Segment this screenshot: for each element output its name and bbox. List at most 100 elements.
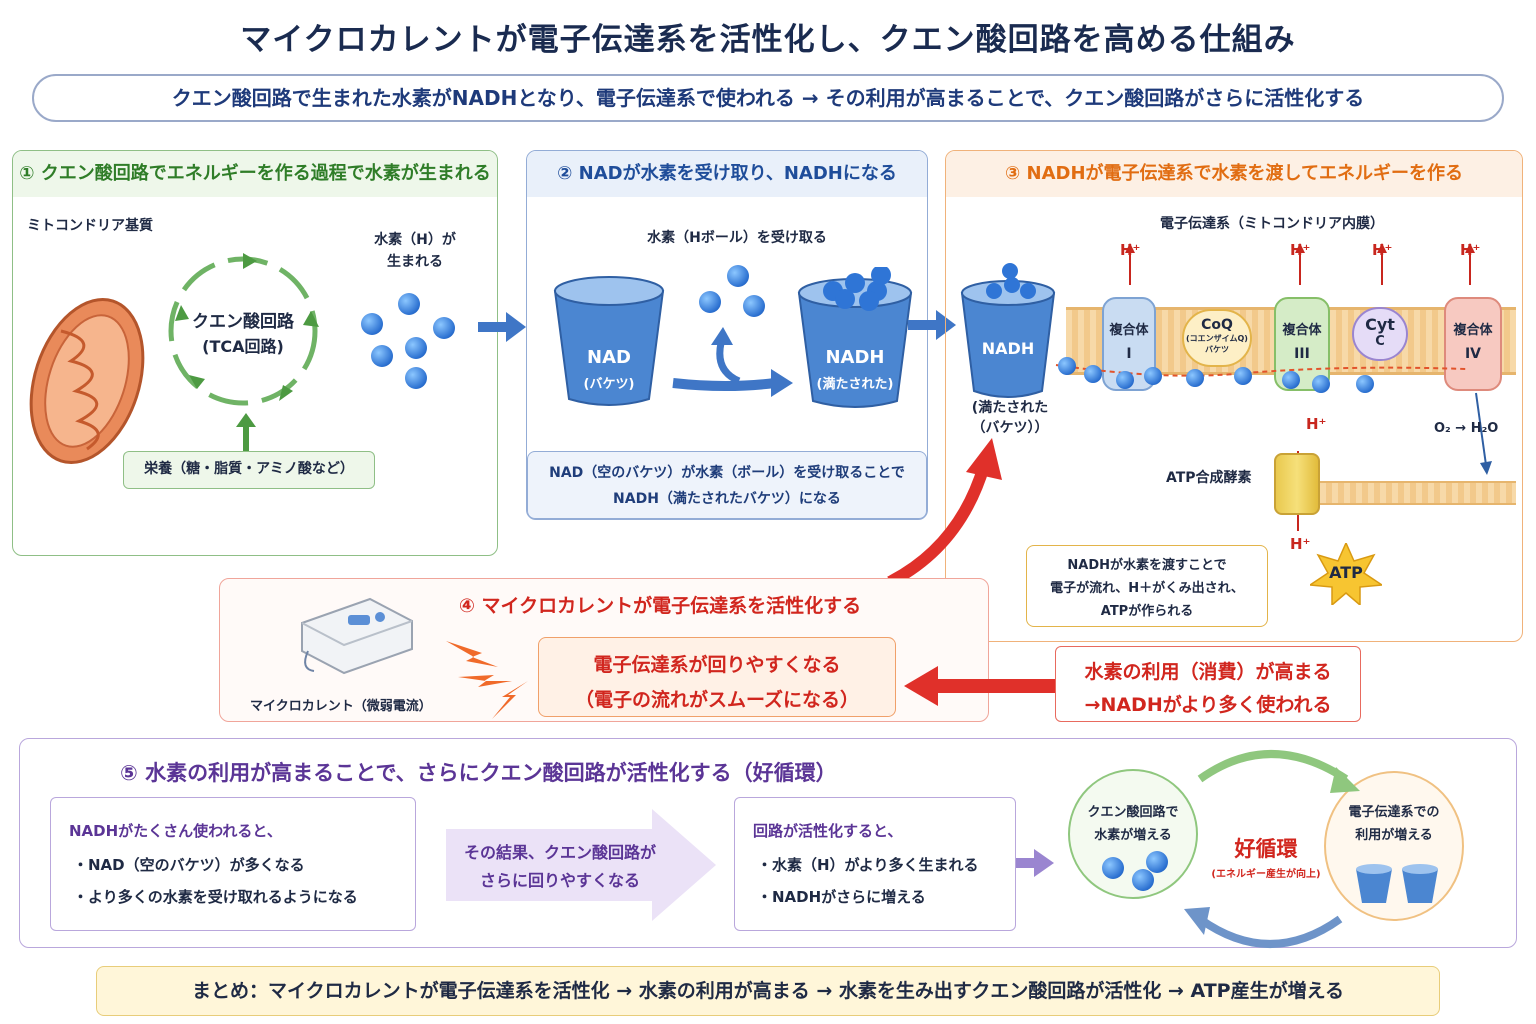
box1-title: NADHがたくさん使われると、 [69,822,282,840]
atp-note-box: NADHが水素を渡すことで 電子が流れ、H＋がくみ出され、 ATPが作られる [1026,545,1268,627]
cycle-circle-citric: クエン酸回路で 水素が増える [1068,769,1198,899]
cycle-circle-etc: 電子伝達系での 利用が増える [1324,771,1464,921]
subtitle-banner: クエン酸回路で生まれた水素がNADHとなり、電子伝達系で使われる → その利用が… [32,74,1504,122]
nutrition-box: 栄養（糖・脂質・アミノ酸など） [123,451,375,489]
circle-left-line1: クエン酸回路で [1087,805,1179,820]
result-arrow-icon [446,809,716,921]
hydrogen-ball [371,345,393,367]
complex-iii-number: III [1294,346,1310,362]
hplus-label: H⁺ [1120,241,1141,259]
hydrogen-ball [1146,851,1168,873]
bucket-pair-icon [1356,864,1438,903]
box1-item: ・より多くの水素を受け取れるようになる [73,888,358,906]
nadh-bucket-icon [960,263,1056,398]
coq-label: CoQ [1201,317,1233,333]
nad-bucket-icon [553,276,665,406]
result-line1: その結果、クエン酸回路が [463,843,656,862]
box2-item: ・NADHがさらに増える [757,888,926,906]
hplus-label: H⁺ [1460,241,1481,259]
right-arrow-icon [908,310,956,340]
panel3-heading: ③ NADHが電子伝達系で水素を渡してエネルギーを作る [946,151,1522,197]
cycle-label: クエン酸回路 [192,312,294,332]
hydrogen-ball [727,265,749,287]
hydrogen-usage-box: 水素の利用（消費）が高まる →NADHがより多く使われる [1055,646,1361,722]
electron-ball [1312,375,1330,393]
atp-synthase [1274,453,1320,515]
complex-i-number: I [1126,346,1132,362]
circuit-active-box: 回路が活性化すると、 ・水素（H）がより多く生まれる ・NADHがさらに増える [734,797,1016,931]
nad-note-box: NAD（空のバケツ）が水素（ボール）を受け取ることで NADH（満たされたバケツ… [527,451,927,519]
cycle-sublabel: (TCA回路) [202,337,284,356]
electron-ball [1282,371,1300,389]
matrix-label: ミトコンドリア基質 [27,218,153,234]
complex-i-label: 複合体 [1109,323,1149,338]
hydrogen-ball [405,337,427,359]
panel5-heading: ⑤ 水素の利用が高まることで、さらにクエン酸回路が活性化する（好循環） [120,761,837,785]
hplus-label: H⁺ [1306,415,1327,433]
hplus-label: H⁺ [1372,241,1393,259]
circle-right-line2: 利用が増える [1355,828,1433,843]
membrane-segment [1320,481,1516,505]
result-line2: さらに回りやすくなる [479,871,640,890]
lightning-icon [446,641,528,719]
right-arrow-icon [478,312,526,342]
device-label: マイクロカレント（微弱電流） [250,699,432,714]
cycle-center-label: 好循環 [1234,837,1298,861]
panel-nad-receives: ② NADが水素を受け取り、NADHになる 水素（Hボール）を受け取る NAD … [526,150,928,520]
summary-banner: まとめ：マイクロカレントが電子伝達系を活性化 → 水素の利用が高まる → 水素を… [96,966,1440,1016]
box2-title: 回路が活性化すると、 [753,822,903,840]
nad-sublabel: (バケツ) [583,377,635,392]
etc-bucket-sub2: （バケツ）） [971,420,1049,436]
coq-sub: (コエンザイムQ) [1186,334,1248,343]
panel2-heading: ② NADが水素を受け取り、NADHになる [527,151,927,197]
page-title: マイクロカレントが電子伝達系を活性化し、クエン酸回路を高める仕組み [240,22,1296,58]
box2-item: ・水素（H）がより多く生まれる [757,856,979,874]
complex-iii-label: 複合体 [1282,323,1322,338]
mitochondrion-icon [29,298,145,464]
left-arrow-icon [904,666,1056,706]
atp-note-line3: ATPが作られる [1100,604,1194,619]
hydrogen-label-2: 生まれる [387,254,443,270]
up-arrow-icon [236,413,256,453]
coq: CoQ (コエンザイムQ) バケツ [1182,309,1252,367]
hydrogen-ball [433,317,455,339]
cycle-center-sub: (エネルギー産生が向上) [1211,869,1321,880]
atp-note-line2: 電子が流れ、H＋がくみ出され、 [1050,581,1244,596]
nadh-sublabel: (満たされた) [816,377,894,392]
complex-iv-number: IV [1464,346,1482,362]
right-arrow-icon [1016,849,1054,877]
panel1-heading: ① クエン酸回路でエネルギーを作る過程で水素が生まれる [13,151,497,197]
hplus-label: H⁺ [1290,241,1311,259]
hydrogen-ball [1132,869,1154,891]
coq-sub2: バケツ [1205,345,1229,354]
hydrogen-ball [405,367,427,389]
usage-line1: 水素の利用（消費）が高まる [1084,661,1332,683]
etc-nadh-label: NADH [981,339,1035,358]
complex-iv-label: 複合体 [1453,323,1493,338]
panel4-heading: ④ マイクロカレントが電子伝達系を活性化する [458,595,862,617]
hplus-label: H⁺ [1290,535,1311,553]
cytc-label: Cyt [1365,315,1395,334]
box1-item: ・NAD（空のバケツ）が多くなる [73,856,305,874]
electron-ball [1116,371,1134,389]
nadh-label: NADH [825,347,885,368]
hydrogen-ball [398,293,420,315]
electron-ball [1058,357,1076,375]
transfer-arrow-icon [672,327,793,397]
circle-right-line1: 電子伝達系での [1348,805,1440,820]
cycle-arrows-icon [1184,750,1360,948]
hydrogen-ball [699,291,721,313]
atp-note-line1: NADHが水素を渡すことで [1067,558,1227,573]
electron-ball [1186,369,1204,387]
electron-ball [1234,367,1252,385]
etc-activation-box: 電子伝達系が回りやすくなる （電子の流れがスムーズになる） [538,637,896,717]
cytochrome-c: Cyt C [1352,307,1408,361]
atp-synthase-label: ATP合成酵素 [1166,470,1252,486]
hydrogen-label: 水素（H）が [374,232,456,248]
activation-arrow-icon [887,438,1002,586]
oxygen-water-label: O₂ → H₂O [1434,421,1499,436]
hydrogen-ball [1102,857,1124,879]
hydrogen-ball [361,313,383,335]
nad-label: NAD [587,347,631,368]
atp-star-icon [1310,543,1382,605]
